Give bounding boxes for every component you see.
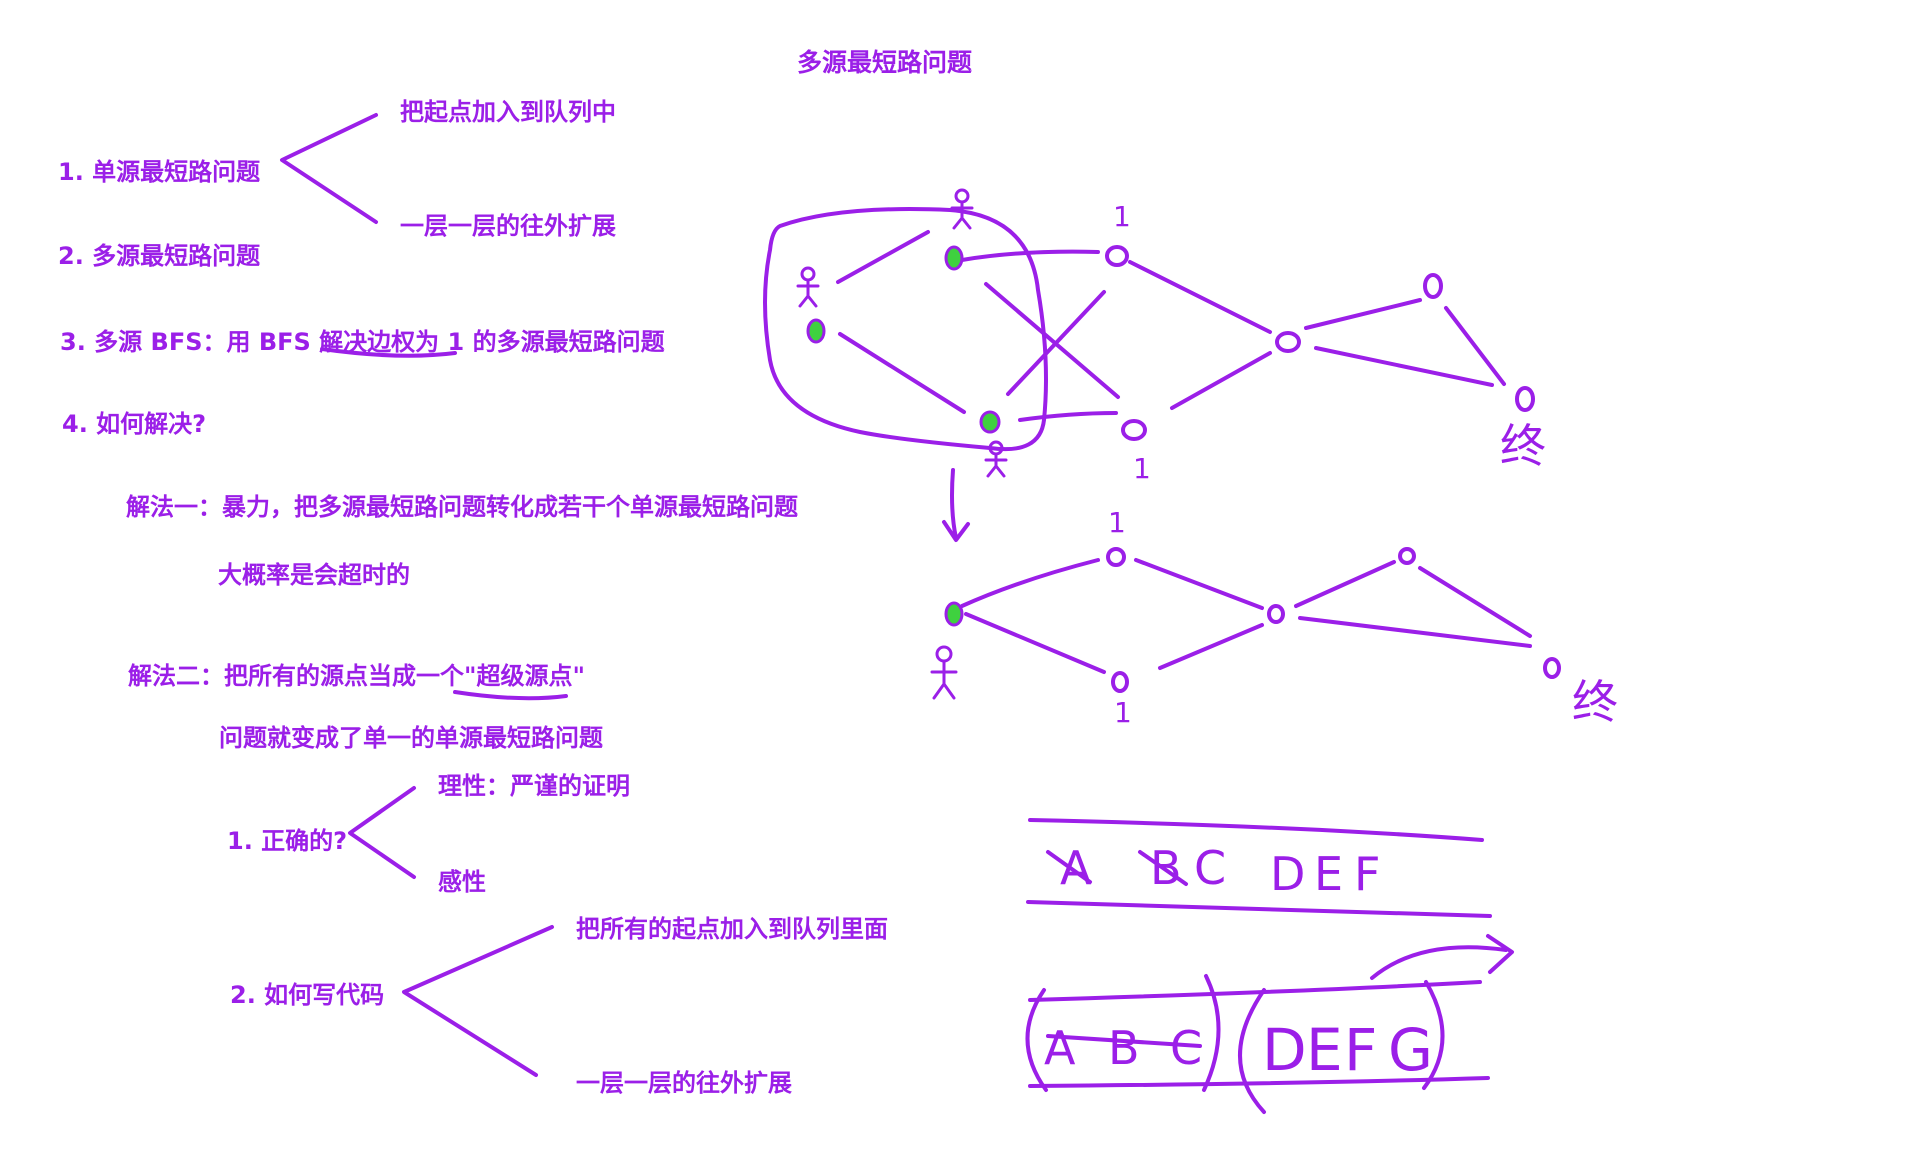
edge-b1 — [1134, 558, 1264, 610]
strike-abc — [1046, 1034, 1202, 1048]
queue-1-item-c: C — [1194, 841, 1226, 895]
super-source-node — [944, 601, 964, 627]
brace-code — [402, 925, 554, 1077]
multi-source-heading: 2. 多源最短路问题 — [58, 242, 261, 270]
edge-s2-n2 — [984, 282, 1120, 399]
queue-1-bottom-line — [1026, 900, 1492, 918]
graph-node-b-end — [1543, 657, 1561, 679]
strike-b — [1138, 850, 1188, 886]
person-icon-super — [930, 645, 958, 700]
edge-s1-s2 — [836, 230, 930, 284]
edge-b3 — [1294, 560, 1396, 608]
graph-node-n3 — [1275, 331, 1301, 353]
graph-node-n4 — [1423, 273, 1443, 299]
queue-2-item-c: C — [1170, 1021, 1202, 1075]
queue-2-top-line — [1028, 980, 1482, 1002]
solution-1-note: 大概率是会超时的 — [218, 561, 410, 589]
underline-edge-weight — [320, 347, 457, 358]
person-icon-1 — [796, 266, 820, 308]
queue-2-bottom-line — [1028, 1076, 1490, 1088]
queue-1-item-e: E — [1314, 847, 1343, 901]
edge-b4 — [1298, 616, 1532, 648]
source-node-1 — [806, 318, 826, 344]
queue-2-group-left — [1025, 974, 1221, 1092]
label-n2-weight: 1 — [1133, 452, 1151, 485]
edge-s1-s3 — [838, 332, 966, 414]
person-icon-2 — [950, 188, 974, 230]
person-icon-3 — [984, 440, 1008, 478]
queue-1-item-d: D — [1270, 847, 1305, 901]
brace-correctness — [348, 786, 416, 879]
queue-2-item-g: G — [1388, 1016, 1433, 1084]
correctness-rational: 理性：严谨的证明 — [438, 772, 630, 800]
solution-2-note: 问题就变成了单一的单源最短路问题 — [219, 724, 603, 752]
edge-n4-n5 — [1444, 306, 1506, 386]
brace-single-source — [280, 113, 378, 224]
graph-node-b1 — [1106, 547, 1126, 567]
underline-super-source — [453, 690, 568, 701]
multi-source-bfs-heading: 3. 多源 BFS：用 BFS 解决边权为 1 的多源最短路问题 — [60, 328, 665, 356]
queue-2-group-right — [1238, 980, 1445, 1114]
single-source-heading: 1. 单源最短路问题 — [58, 158, 261, 186]
down-arrow-icon — [942, 468, 970, 542]
edge-s3-n1 — [1006, 290, 1106, 396]
edge-super-a — [960, 558, 1100, 608]
single-source-step-1: 把起点加入到队列中 — [400, 98, 616, 126]
single-source-step-2: 一层一层的往外扩展 — [400, 212, 616, 240]
edge-s3-n2 — [1018, 411, 1118, 422]
queue-2-item-e: E — [1306, 1016, 1343, 1084]
solution-2: 解法二：把所有的源点当成一个"超级源点" — [128, 662, 586, 690]
graph-node-b4 — [1398, 547, 1416, 565]
edge-n3-n5 — [1314, 346, 1494, 387]
end-label-top: 终 — [1500, 419, 1546, 473]
graph-node-b2 — [1111, 671, 1129, 693]
code-question: 2. 如何写代码 — [230, 981, 385, 1009]
source-node-2 — [944, 245, 964, 271]
queue-1-item-f: F — [1354, 847, 1380, 901]
graph-node-end — [1515, 386, 1535, 412]
edge-n1-n3 — [1128, 260, 1272, 334]
solution-1: 解法一：暴力，把多源最短路问题转化成若干个单源最短路问题 — [126, 493, 798, 521]
page-title: 多源最短路问题 — [797, 48, 973, 77]
graph-node-b3 — [1267, 604, 1285, 624]
graph-node-n2 — [1121, 419, 1147, 441]
queue-1-top-line — [1028, 818, 1484, 842]
code-step-2: 一层一层的往外扩展 — [576, 1069, 792, 1097]
edge-n2-n3 — [1170, 351, 1272, 410]
label-n1-weight: 1 — [1113, 200, 1131, 233]
end-label-bottom: 终 — [1572, 675, 1618, 729]
edge-b5 — [1418, 566, 1532, 638]
code-step-1: 把所有的起点加入到队列里面 — [576, 915, 888, 943]
label-b1-weight: 1 — [1108, 506, 1126, 539]
edge-super-b — [964, 612, 1106, 674]
label-b2-weight: 1 — [1114, 696, 1132, 729]
queue-2-item-a: A — [1044, 1021, 1076, 1075]
queue-arrow-icon — [1370, 934, 1514, 980]
correctness-question: 1. 正确的? — [227, 827, 348, 855]
edge-s2-n1 — [960, 249, 1100, 262]
queue-2-item-d: D — [1262, 1016, 1307, 1084]
edge-n3-n4 — [1304, 298, 1422, 330]
how-to-solve-heading: 4. 如何解决? — [62, 410, 207, 438]
strike-a — [1046, 850, 1092, 884]
correctness-intuitive: 感性 — [438, 868, 486, 896]
source-node-3 — [979, 410, 1001, 434]
graph-node-n1 — [1105, 245, 1129, 267]
queue-1-item-a: A — [1060, 841, 1092, 895]
edge-b2 — [1158, 623, 1264, 670]
queue-2-item-b: B — [1108, 1021, 1140, 1075]
queue-2-item-f: F — [1344, 1016, 1377, 1084]
